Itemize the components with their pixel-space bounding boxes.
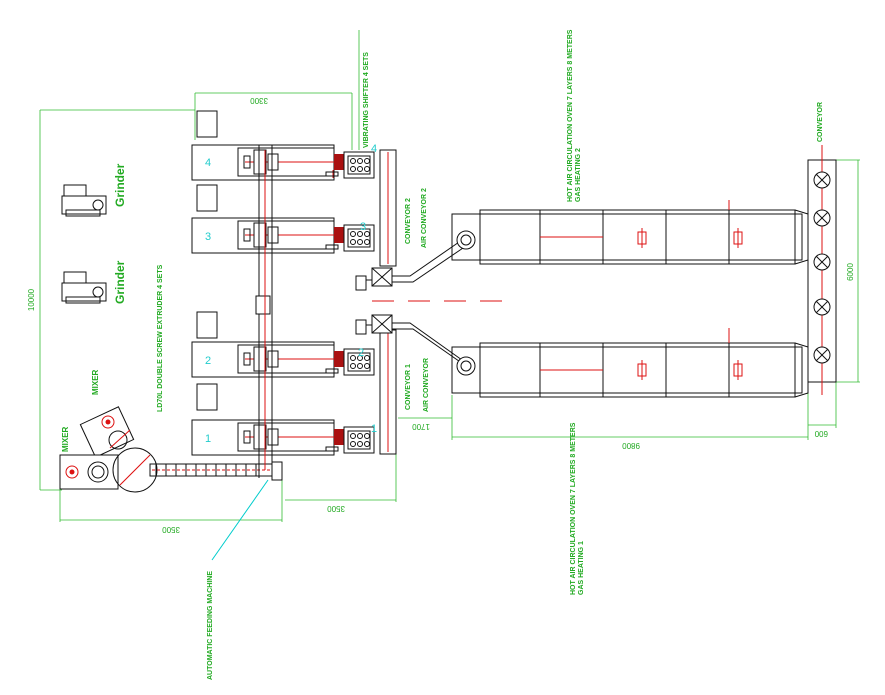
conveyor-1 bbox=[379, 329, 397, 455]
extruder-label: LD70L DOUBLE SCREW EXTRUDER 4 SETS bbox=[157, 264, 164, 412]
extruder-line-1 bbox=[191, 419, 375, 456]
oven-top-label-1: HOT AIR CIRCULATION OVEN 7 LAYERS 8 METE… bbox=[567, 29, 574, 202]
shifter-number-2: 2 bbox=[358, 347, 364, 359]
grinder-top-label: Grinder bbox=[113, 163, 127, 207]
line-number-4: 4 bbox=[205, 157, 211, 169]
shifter-number-1: 1 bbox=[371, 423, 377, 435]
oven-bottom-label-1: HOT AIR CIRCULATION OVEN 7 LAYERS 8 METE… bbox=[570, 422, 577, 595]
roller-1 bbox=[813, 171, 831, 189]
shifter-label: VIBRATING SHIFTER 4 SETS bbox=[363, 52, 370, 148]
air-fan-1 bbox=[355, 314, 393, 335]
oven-top bbox=[451, 200, 809, 265]
line-number-1: 1 bbox=[205, 433, 211, 445]
mixer-left-label: MIXER bbox=[61, 426, 70, 452]
shifter-number-3: 3 bbox=[360, 221, 366, 233]
text-labels: LD70L DOUBLE SCREW EXTRUDER 4 SETS VIBRA… bbox=[157, 29, 824, 680]
dim-oven-length: 9800 bbox=[622, 441, 640, 450]
hopper-boxes bbox=[196, 110, 218, 411]
oven-top-label-2: GAS HEATING 2 bbox=[575, 148, 582, 202]
roller-5 bbox=[813, 346, 831, 364]
conveyor-2 bbox=[379, 149, 397, 267]
dim-right-height: 6000 bbox=[846, 263, 855, 281]
roller-2 bbox=[813, 209, 831, 227]
extruder-line-2 bbox=[191, 341, 375, 378]
dimension-texts: 3300 10000 3500 3500 1700 9800 600 6000 bbox=[27, 96, 855, 534]
line-number-2: 2 bbox=[205, 355, 211, 367]
feeder-leader-line bbox=[211, 479, 269, 561]
mixer-right-label: MIXER bbox=[91, 369, 100, 395]
feeder-label: AUTOMATIC FEEDING MACHINE bbox=[207, 571, 214, 680]
mixer-left bbox=[59, 447, 158, 493]
grinder-top bbox=[61, 184, 107, 217]
air-conveyor-1-label: AIR CONVEYOR bbox=[423, 358, 430, 412]
oven-bottom-label-2: GAS HEATING 1 bbox=[578, 541, 585, 595]
roller-3 bbox=[813, 253, 831, 271]
line-number-3: 3 bbox=[205, 231, 211, 243]
right-conveyor bbox=[807, 145, 837, 395]
dim-bottom-left: 3500 bbox=[162, 525, 180, 534]
dim-gap: 1700 bbox=[412, 422, 430, 431]
oven-bottom bbox=[451, 328, 809, 398]
extruder-line-4 bbox=[191, 144, 375, 181]
air-fan-2 bbox=[355, 267, 393, 291]
conveyor-1-label: CONVEYOR 1 bbox=[405, 364, 412, 410]
conveyor-2-label: CONVEYOR 2 bbox=[405, 198, 412, 244]
mixer-right bbox=[79, 406, 135, 458]
shifter-number-4: 4 bbox=[371, 143, 377, 155]
roller-4 bbox=[813, 298, 831, 316]
line-numbers: 4 3 2 1 4 3 2 1 bbox=[205, 143, 377, 445]
dim-bottom-mid: 3500 bbox=[327, 504, 345, 513]
extruder-line-3 bbox=[191, 217, 375, 254]
right-conveyor-label: CONVEYOR bbox=[817, 102, 824, 142]
dim-right-width: 600 bbox=[814, 429, 828, 438]
dim-left-height: 10000 bbox=[27, 288, 36, 311]
air-conveyor-2-label: AIR CONVEYOR 2 bbox=[421, 188, 428, 248]
dim-top-width: 3300 bbox=[250, 96, 268, 105]
grinder-bottom bbox=[61, 271, 107, 304]
feed-screw bbox=[149, 461, 283, 481]
air-pipes bbox=[392, 239, 467, 367]
feeding-duct bbox=[255, 145, 273, 478]
grinder-bottom-label: Grinder bbox=[113, 260, 127, 304]
